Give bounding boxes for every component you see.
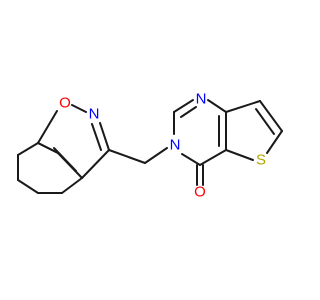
- atom-label-nitrogen-pyrimidine-top: N: [196, 91, 207, 108]
- carbonyl-group: [196, 164, 204, 186]
- bond: [173, 99, 194, 113]
- bond: [255, 108, 275, 135]
- methylene-linker: [108, 147, 168, 164]
- bond: [266, 130, 283, 154]
- bond: [71, 104, 87, 113]
- bond: [81, 149, 110, 179]
- bond: [181, 153, 201, 166]
- bond: [17, 142, 39, 156]
- atom-label-sulfur: S: [256, 152, 266, 169]
- bond: [207, 99, 227, 113]
- bond: [225, 149, 254, 161]
- bond: [108, 149, 146, 164]
- bond: [259, 100, 283, 132]
- bond: [37, 110, 58, 144]
- bond: [61, 177, 83, 194]
- molecule-structure: O N N N S O: [17, 91, 283, 201]
- thiophene-ring: [225, 100, 283, 161]
- bond: [99, 122, 110, 151]
- bond: [37, 142, 59, 154]
- pyrimidinone-ring: [173, 99, 227, 166]
- atom-label-nitrogen-isoxazole: N: [89, 106, 100, 123]
- bond: [180, 106, 197, 118]
- bond: [199, 149, 227, 166]
- atom-label-oxygen-isoxazole: O: [59, 95, 71, 112]
- isoxazole-ring: [37, 104, 110, 179]
- atom-label-oxygen-carbonyl: O: [194, 184, 206, 201]
- bond: [91, 123, 102, 151]
- bond: [17, 179, 39, 194]
- bond: [53, 147, 77, 172]
- bond: [225, 100, 261, 113]
- atom-label-nitrogen-substituted: N: [170, 137, 181, 154]
- bond: [144, 147, 168, 164]
